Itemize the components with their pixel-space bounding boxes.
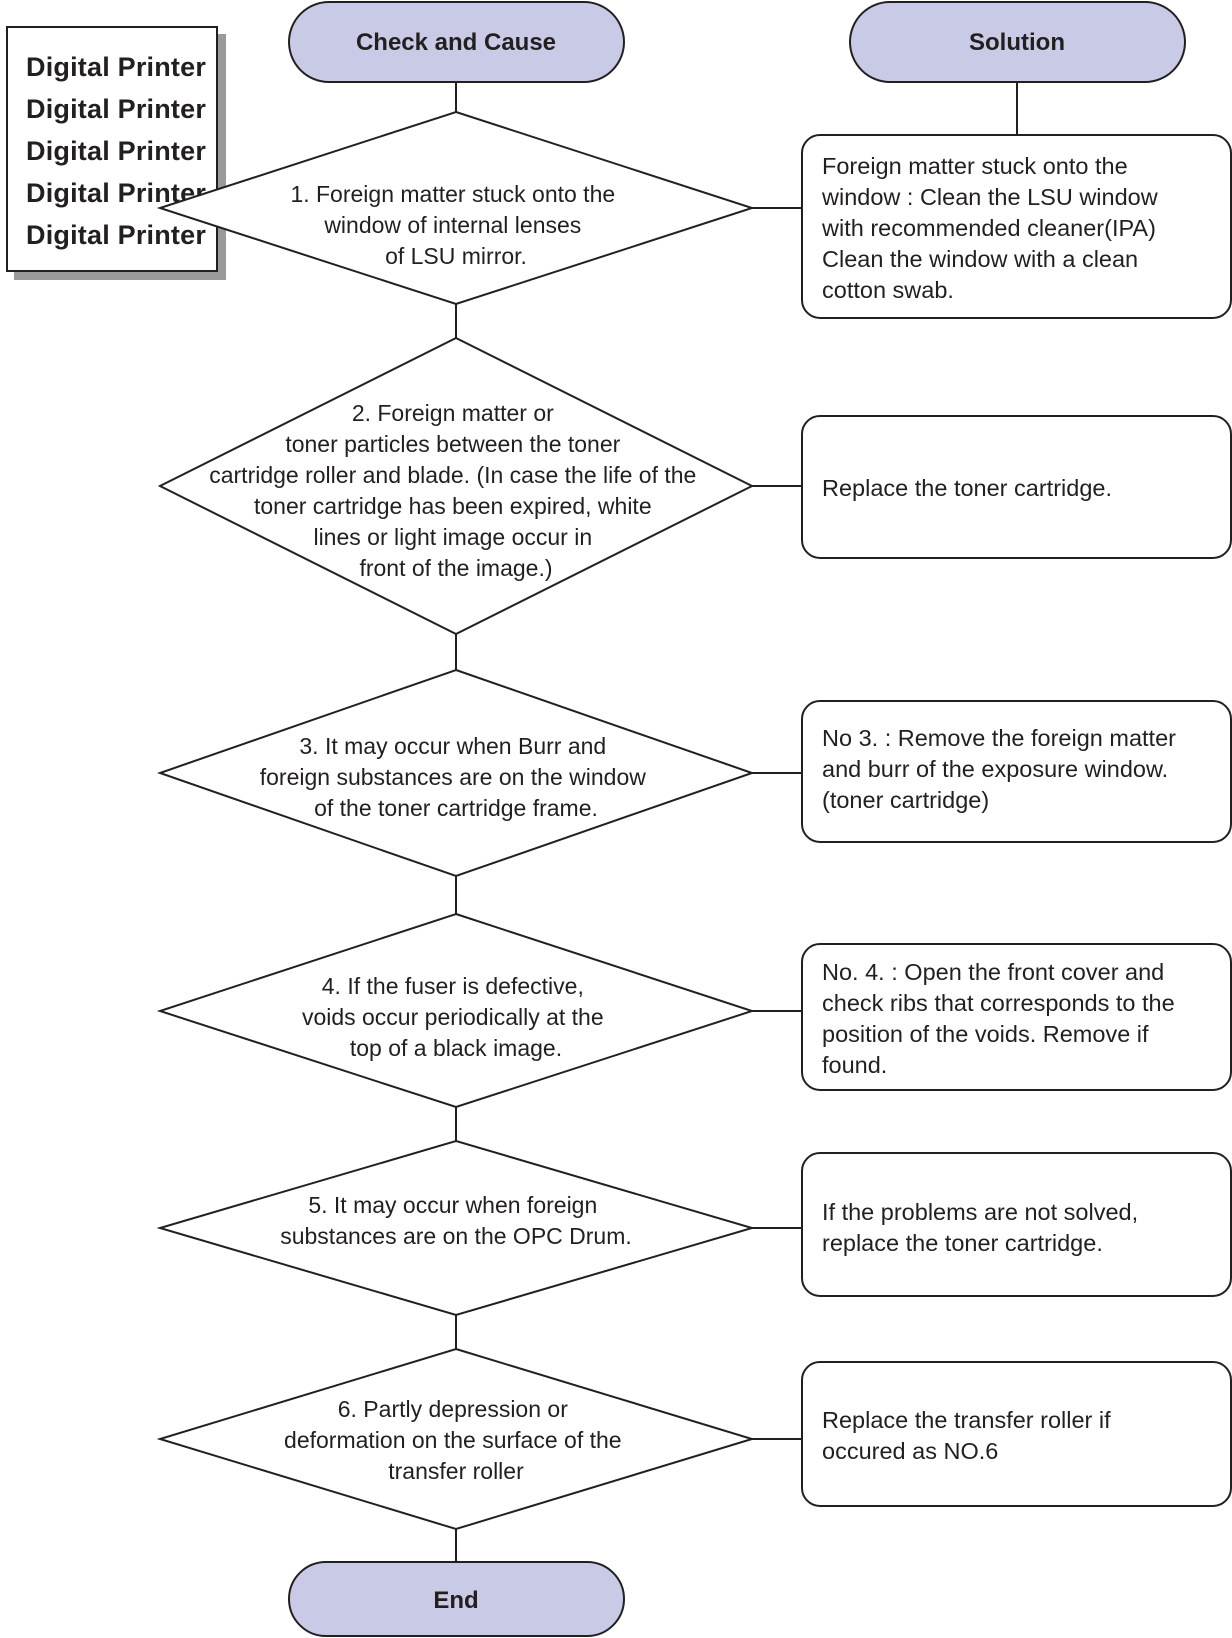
solution-text-5: If the problems are not solved, replace … [822, 1199, 1145, 1256]
solution-4-line-4: found. [822, 1052, 887, 1078]
cause-text-4: 4. If the fuser is defective, voids occu… [302, 973, 610, 1061]
solution-1-line-1: Foreign matter stuck onto the [822, 153, 1128, 179]
cause-4-line-1: 4. If the fuser is defective, [322, 973, 584, 999]
cause-text-5: 5. It may occur when foreign substances … [280, 1192, 632, 1249]
sample-line-2: Digital Printer [26, 94, 207, 124]
cause-2-line-6: front of the image.) [359, 555, 552, 581]
decision-diamond-2 [157, 336, 755, 636]
cause-6-line-3: transfer roller [388, 1458, 524, 1484]
solution-6-line-2: occured as NO.6 [822, 1438, 998, 1464]
cause-2-line-2: toner particles between the toner [285, 431, 620, 457]
cause-6-line-2: deformation on the surface of the [284, 1427, 622, 1453]
solution-box-2 [801, 415, 1232, 559]
header-solution-label: Solution [969, 29, 1065, 56]
solution-text-4: No. 4. : Open the front cover and check … [822, 959, 1181, 1078]
cause-2-line-3: cartridge roller and blade. (In case the… [209, 462, 696, 488]
solution-5-line-1: If the problems are not solved, [822, 1199, 1138, 1225]
cause-1-line-2: window of internal lenses [323, 212, 581, 238]
decision-diamond-5 [156, 1139, 756, 1317]
cause-3-line-3: of the toner cartridge frame. [314, 795, 598, 821]
terminal-solution [849, 1, 1186, 83]
terminal-check-and-cause [288, 1, 625, 83]
solution-box-5 [801, 1152, 1232, 1297]
solution-6-line-1: Replace the transfer roller if [822, 1407, 1111, 1433]
solution-box-1 [801, 134, 1232, 319]
solution-4-line-3: position of the voids. Remove if [822, 1021, 1149, 1047]
cause-text-2: 2. Foreign matter or toner particles bet… [209, 400, 703, 581]
cause-1-line-1: 1. Foreign matter stuck onto the [290, 181, 615, 207]
end-terminal-group: End [288, 1561, 625, 1637]
solution-text-2: Replace the toner cartridge. [822, 475, 1112, 501]
solution-box-3 [801, 700, 1232, 843]
solution-1-line-2: window : Clean the LSU window [821, 184, 1159, 210]
cause-6-line-1: 6. Partly depression or [338, 1396, 568, 1422]
header-check-and-cause: Check and Cause [288, 1, 625, 83]
cause-text-6: 6. Partly depression or deformation on t… [284, 1396, 628, 1484]
cause-text-3: 3. It may occur when Burr and foreign su… [260, 733, 653, 821]
cause-4-line-2: voids occur periodically at the [302, 1004, 604, 1030]
decision-diamond-1 [156, 110, 756, 306]
solution-text-6: Replace the transfer roller if occured a… [822, 1407, 1117, 1464]
solution-2-line-1: Replace the toner cartridge. [822, 475, 1112, 501]
end-label: End [433, 1587, 478, 1614]
decision-diamond-3 [156, 668, 756, 878]
solution-4-line-2: check ribs that corresponds to the [822, 990, 1175, 1016]
sample-line-5: Digital Printer [26, 220, 207, 250]
solution-4-line-1: No. 4. : Open the front cover and [822, 959, 1164, 985]
cause-4-line-3: top of a black image. [350, 1035, 562, 1061]
step-3: 3. It may occur when Burr and foreign su… [156, 668, 1232, 878]
cause-3-line-2: foreign substances are on the window [260, 764, 647, 790]
header-check-and-cause-label: Check and Cause [356, 29, 556, 56]
sample-line-3: Digital Printer [26, 136, 207, 166]
step-1: 1. Foreign matter stuck onto the window … [156, 110, 1232, 319]
terminal-end [288, 1561, 625, 1637]
cause-1-line-3: of LSU mirror. [385, 243, 527, 269]
solution-text-3: No 3. : Remove the foreign matter and bu… [822, 725, 1183, 813]
solution-3-line-3: (toner cartridge) [822, 787, 989, 813]
decision-diamond-6 [156, 1347, 756, 1531]
cause-3-line-1: 3. It may occur when Burr and [299, 733, 606, 759]
header-solution: Solution [849, 1, 1186, 83]
cause-2-line-1: 2. Foreign matter or [352, 400, 554, 426]
solution-3-line-2: and burr of the exposure window. [822, 756, 1168, 782]
solution-3-line-1: No 3. : Remove the foreign matter [822, 725, 1176, 751]
cause-2-line-4: toner cartridge has been expired, white [254, 493, 652, 519]
solution-connectors [752, 207, 802, 1440]
sample-line-1: Digital Printer [26, 52, 207, 82]
solution-1-line-5: cotton swab. [822, 277, 954, 303]
step-6: 6. Partly depression or deformation on t… [156, 1347, 1232, 1531]
cause-2-line-5: lines or light image occur in [313, 524, 592, 550]
step-2: 2. Foreign matter or toner particles bet… [157, 336, 1232, 636]
cause-text-1: 1. Foreign matter stuck onto the window … [290, 181, 621, 269]
solution-1-line-3: with recommended cleaner(IPA) [821, 215, 1156, 241]
cause-5-line-2: substances are on the OPC Drum. [280, 1223, 632, 1249]
cause-5-line-1: 5. It may occur when foreign [308, 1192, 597, 1218]
solution-5-line-2: replace the toner cartridge. [822, 1230, 1103, 1256]
solution-box-6 [801, 1361, 1232, 1507]
solution-text-1: Foreign matter stuck onto the window : C… [821, 153, 1164, 303]
solution-1-line-4: Clean the window with a clean [822, 246, 1138, 272]
solution-box-4 [801, 943, 1232, 1091]
step-5: 5. It may occur when foreign substances … [156, 1139, 1232, 1317]
decision-diamond-4 [156, 912, 756, 1109]
print-sample-card: Digital Printer Digital Printer Digital … [6, 26, 218, 272]
flow-connectors [455, 80, 1018, 1562]
step-4: 4. If the fuser is defective, voids occu… [156, 912, 1232, 1109]
